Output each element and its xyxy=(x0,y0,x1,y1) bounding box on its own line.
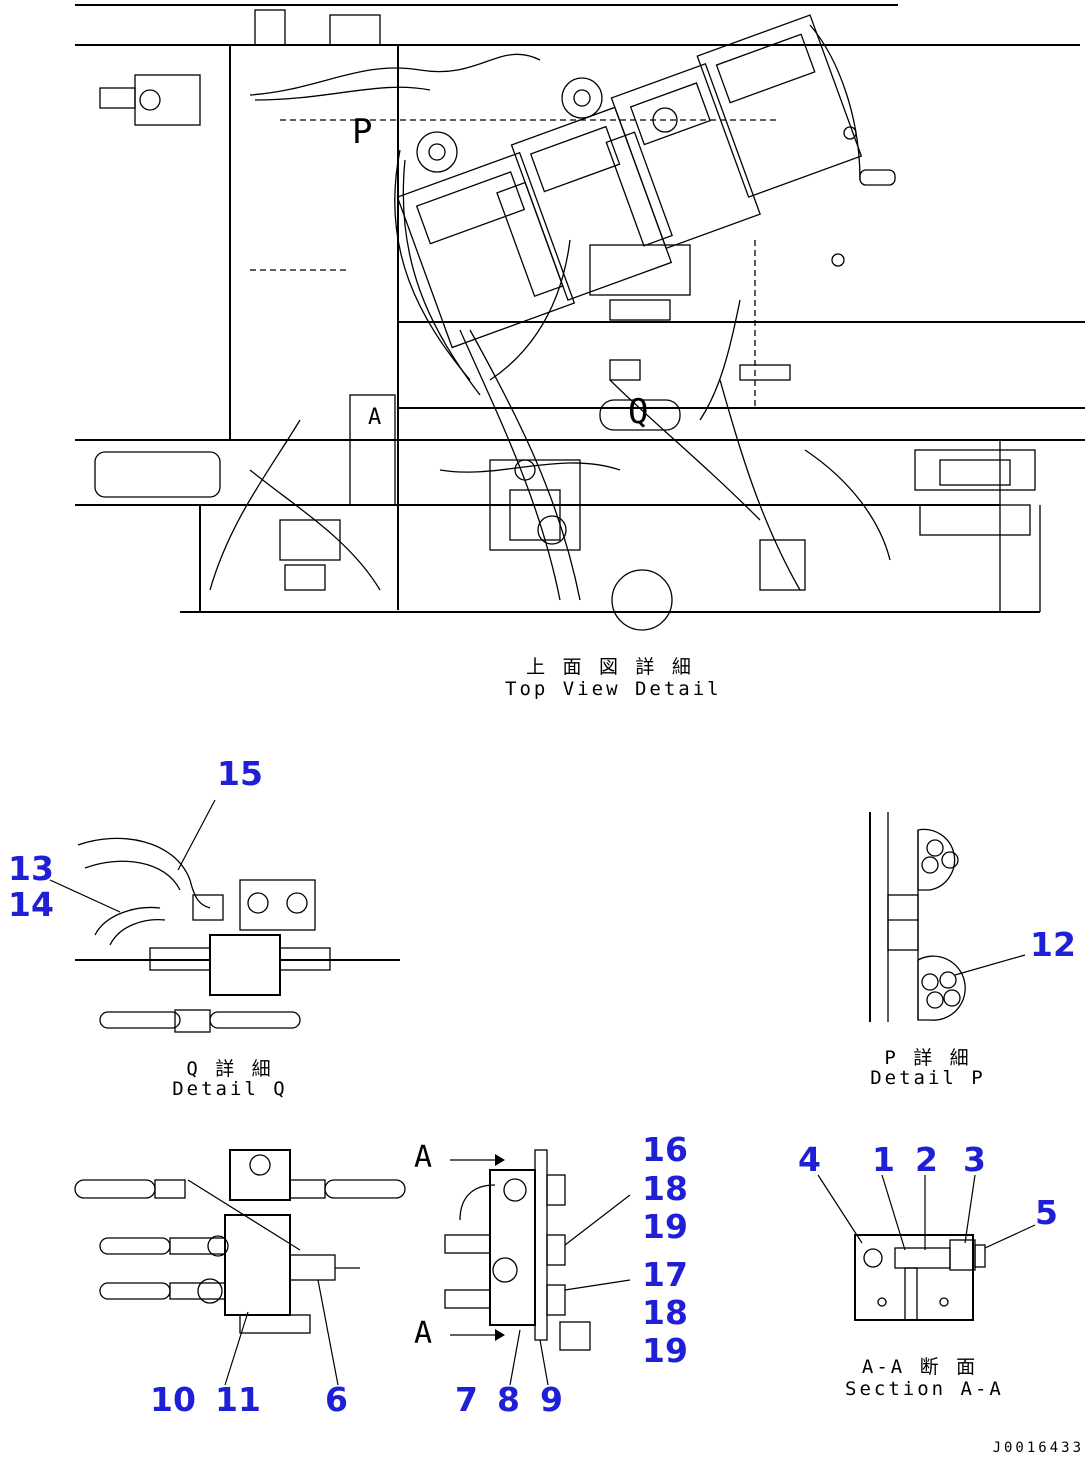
marker-a: A xyxy=(368,405,382,430)
callout-19: 19 xyxy=(642,1207,688,1246)
section-mark-a-bottom: A xyxy=(414,1316,433,1351)
callout-17: 17 xyxy=(642,1255,688,1294)
callout-18: 18 xyxy=(642,1169,688,1208)
detail-q-caption-ja: Q 詳 細 xyxy=(186,1058,274,1080)
callout-2: 2 xyxy=(915,1140,938,1179)
top-view-caption-ja: 上 面 図 詳 細 xyxy=(526,656,694,678)
detail-q-caption-en: Detail Q xyxy=(172,1078,288,1100)
marker-q: Q xyxy=(628,392,649,432)
detail-p-caption-en: Detail P xyxy=(870,1067,986,1089)
callout-18b: 18 xyxy=(642,1293,688,1332)
callout-11: 11 xyxy=(215,1380,261,1419)
callout-15: 15 xyxy=(217,754,263,793)
section-aa-caption-ja: A-A 断 面 xyxy=(861,1356,979,1378)
callout-9: 9 xyxy=(540,1380,563,1419)
detail-p-caption-ja: P 詳 細 xyxy=(884,1047,972,1069)
callout-4: 4 xyxy=(798,1140,821,1179)
callout-16: 16 xyxy=(642,1130,688,1169)
drawing-number: J0016433 xyxy=(992,1440,1084,1456)
callout-1: 1 xyxy=(872,1140,895,1179)
callout-7: 7 xyxy=(455,1380,478,1419)
callout-13: 13 xyxy=(8,849,54,888)
callout-5: 5 xyxy=(1035,1193,1058,1232)
callout-3: 3 xyxy=(963,1140,986,1179)
callout-10: 10 xyxy=(150,1380,196,1419)
callout-19b: 19 xyxy=(642,1331,688,1370)
section-mark-a-top: A xyxy=(414,1140,433,1175)
callout-6: 6 xyxy=(325,1380,348,1419)
callout-12: 12 xyxy=(1030,925,1076,964)
callout-8: 8 xyxy=(497,1380,520,1419)
callout-14: 14 xyxy=(8,885,54,924)
marker-p: P xyxy=(352,112,373,152)
top-view-caption-en: Top View Detail xyxy=(505,678,722,700)
section-aa-caption-en: Section A-A xyxy=(845,1378,1004,1400)
